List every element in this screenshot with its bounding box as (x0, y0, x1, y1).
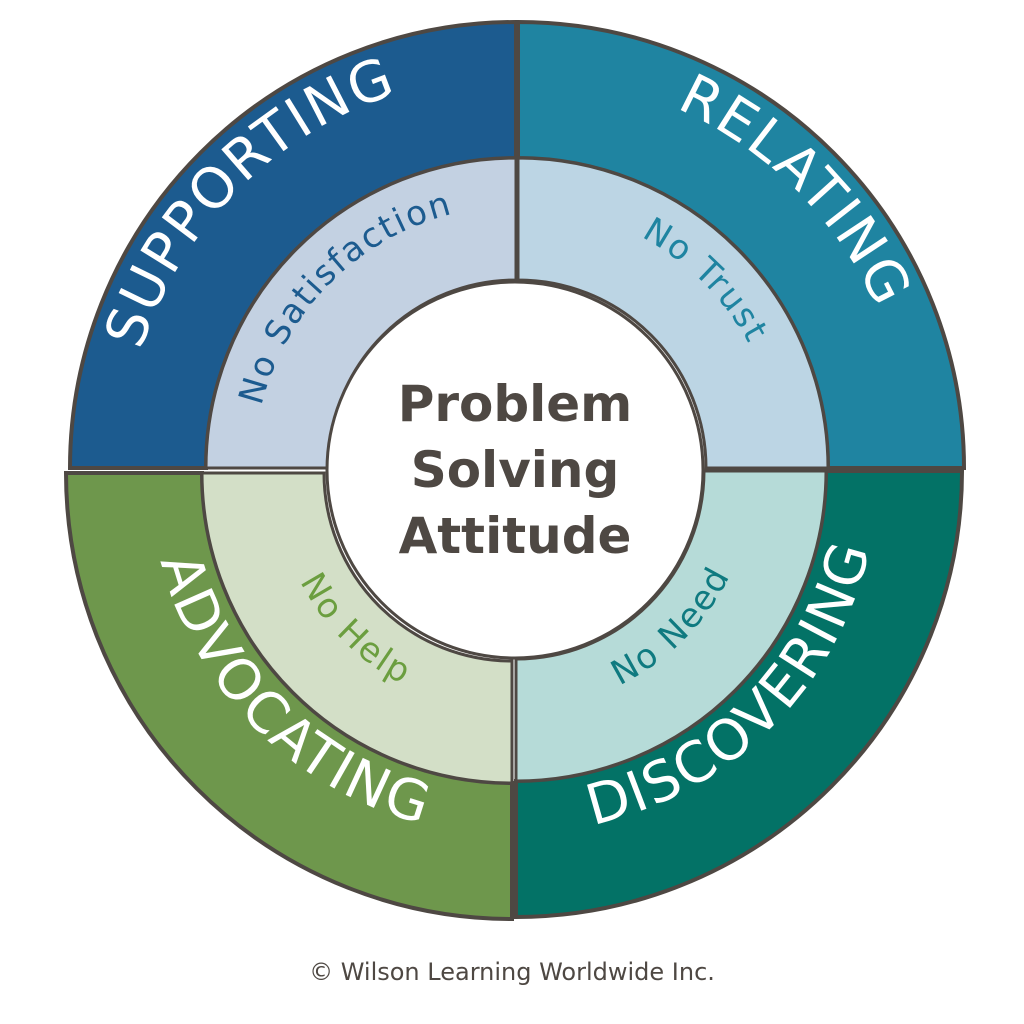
quadrant-supporting (67, 19, 518, 470)
center-line-2: Solving (411, 441, 620, 499)
relating-inner-segment (516, 156, 830, 470)
advocating-inner-segment (200, 471, 514, 785)
center-label: Problem Solving Attitude (398, 375, 633, 565)
quadrant-discovering (514, 469, 965, 920)
quadrant-relating (516, 19, 967, 470)
quadrant-advocating (63, 471, 514, 922)
center-line-3: Attitude (399, 507, 632, 565)
center-line-1: Problem (398, 375, 633, 433)
center-circle (325, 280, 705, 660)
copyright-text: © Wilson Learning Worldwide Inc. (309, 958, 715, 986)
